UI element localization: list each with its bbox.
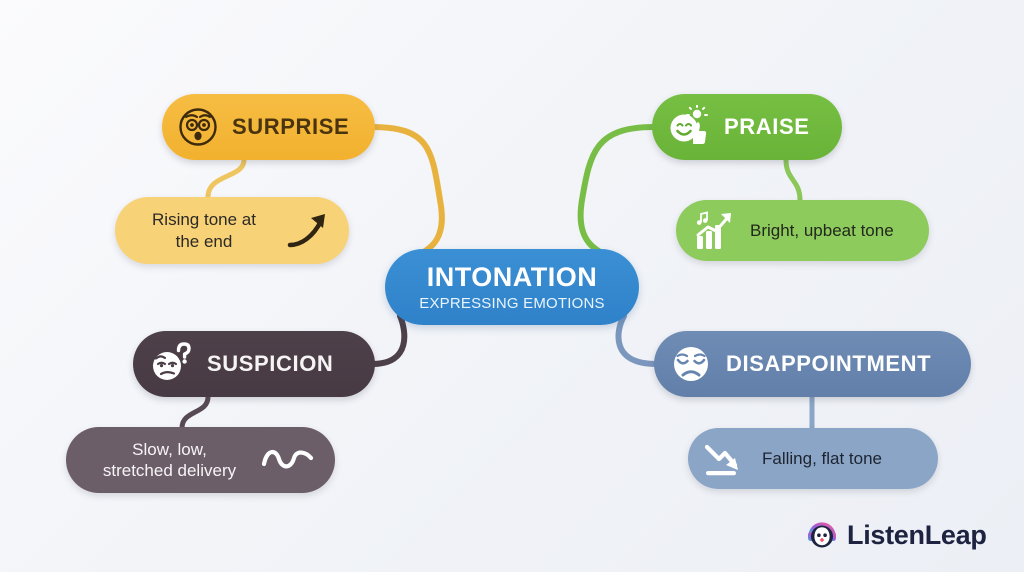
connector-praise-to-sublabel	[783, 157, 803, 203]
branch-label-surprise: SURPRISE	[232, 114, 350, 139]
connector-surprise-to-center	[369, 124, 445, 265]
listenleap-logo[interactable]: ListenLeap	[806, 519, 987, 551]
center-subtitle: EXPRESSING EMOTIONS	[419, 294, 605, 312]
sub-node-disappointment[interactable]: Falling, flat tone	[688, 428, 938, 489]
center-node-intonation[interactable]: INTONATION EXPRESSING EMOTIONS	[385, 249, 639, 325]
connector-suspicion-to-sublabel	[179, 394, 211, 431]
connector-suspicion-to-center	[369, 313, 408, 367]
sub-label-disappointment: Falling, flat tone	[762, 448, 883, 468]
branch-label-praise: PRAISE	[724, 114, 810, 139]
sub-node-suspicion[interactable]: Slow, low, stretched delivery	[66, 427, 335, 493]
branch-label-disappointment: DISAPPOINTMENT	[726, 351, 932, 376]
wavy-line-icon	[261, 450, 314, 469]
smiling-face-thumbs-up-icon	[670, 105, 708, 144]
music-notes-growth-chart-icon	[696, 210, 731, 249]
sub-label-praise: Bright, upbeat tone	[750, 220, 894, 240]
center-title: INTONATION	[426, 261, 598, 292]
branch-label-suspicion: SUSPICION	[207, 351, 334, 376]
sub-node-praise[interactable]: Bright, upbeat tone	[676, 200, 929, 261]
branch-node-suspicion[interactable]: SUSPICION	[133, 331, 375, 397]
branch-node-praise[interactable]: PRAISE	[652, 94, 842, 160]
surprised-face-icon	[179, 108, 217, 146]
sad-face-icon	[674, 347, 708, 381]
sub-node-surprise[interactable]: Rising tone at the end	[115, 197, 349, 264]
penguin-headphones-icon	[808, 522, 836, 548]
connector-surprise-to-sublabel	[205, 157, 247, 200]
sub-label-suspicion: Slow, low, stretched delivery	[102, 439, 237, 480]
rising-arrow-icon	[287, 214, 325, 248]
sub-label-surprise: Rising tone at the end	[152, 210, 256, 251]
skeptical-face-question-mark-icon	[153, 342, 191, 380]
logo-wordmark: ListenLeap	[847, 519, 987, 550]
connector-praise-to-center	[577, 124, 657, 265]
branch-node-disappointment[interactable]: DISAPPOINTMENT	[654, 331, 971, 397]
falling-arrow-icon	[704, 444, 738, 475]
connector-disappointment-to-center	[615, 313, 659, 367]
branch-node-surprise[interactable]: SURPRISE	[162, 94, 375, 160]
